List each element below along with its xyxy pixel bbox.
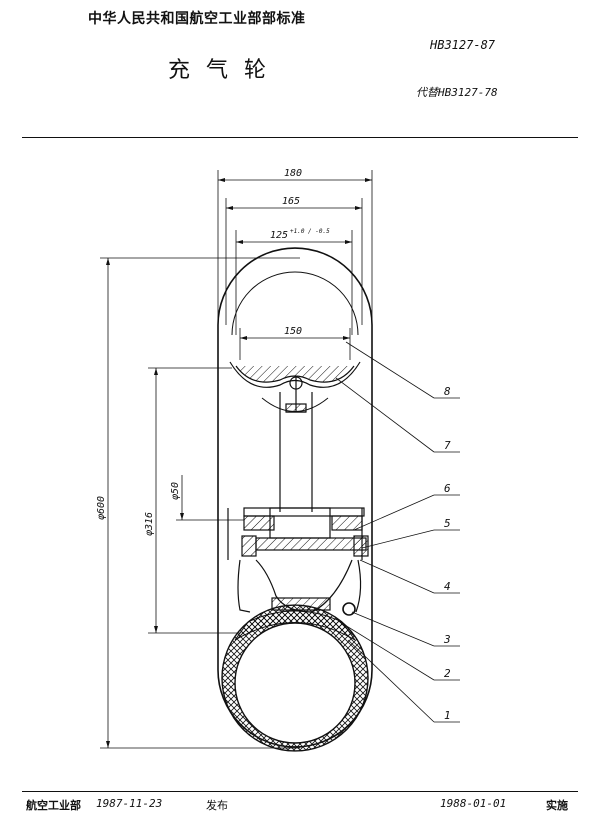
hub-assembly <box>227 507 369 616</box>
dim-diameter-rim: φ316 <box>144 512 155 536</box>
callout-6: 6 <box>444 482 451 495</box>
callout-2: 2 <box>444 667 451 680</box>
dim-diameter-outer: φ600 <box>96 496 107 520</box>
document-title: 充气轮 <box>168 58 283 83</box>
issue-date: 1987-11-23 <box>96 797 163 810</box>
dim-width-disc: 150 <box>284 326 302 337</box>
callout-3: 3 <box>443 633 451 646</box>
callout-5: 5 <box>444 517 451 530</box>
leader-lines <box>335 341 460 723</box>
footer-rule <box>22 791 578 792</box>
callout-labels: 8 7 6 5 4 3 2 1 <box>443 385 451 722</box>
callout-4: 4 <box>444 580 451 593</box>
dimension-lines <box>100 170 373 749</box>
replaces-standard: 代替HB3127-78 <box>416 86 498 99</box>
callout-1: 1 <box>444 709 451 722</box>
disc-upper <box>229 361 361 512</box>
callout-7: 7 <box>444 439 451 452</box>
effective-date: 1988-01-01 <box>440 797 507 810</box>
issue-label: 发布 <box>206 799 228 812</box>
dimension-labels: 180 165 125 +1.0 / -0.5 150 φ600 φ316 φ5… <box>96 168 330 536</box>
dim-width-inner: 165 <box>282 196 300 207</box>
issuing-organization: 中华人民共和国航空工业部部标准 <box>88 11 306 27</box>
inner-tube-section <box>221 604 369 752</box>
dim-width-core-tol: +1.0 / -0.5 <box>290 228 330 235</box>
dim-diameter-bore: φ50 <box>170 482 181 500</box>
standard-code: HB3127-87 <box>430 38 496 52</box>
effective-label: 实施 <box>546 799 568 812</box>
dimension-arrows <box>106 178 372 748</box>
callout-8: 8 <box>444 385 451 398</box>
dim-width-overall: 180 <box>284 168 302 179</box>
footer-organization: 航空工业部 <box>26 799 81 812</box>
dim-width-core: 125 <box>270 230 288 241</box>
header-rule <box>22 137 578 138</box>
